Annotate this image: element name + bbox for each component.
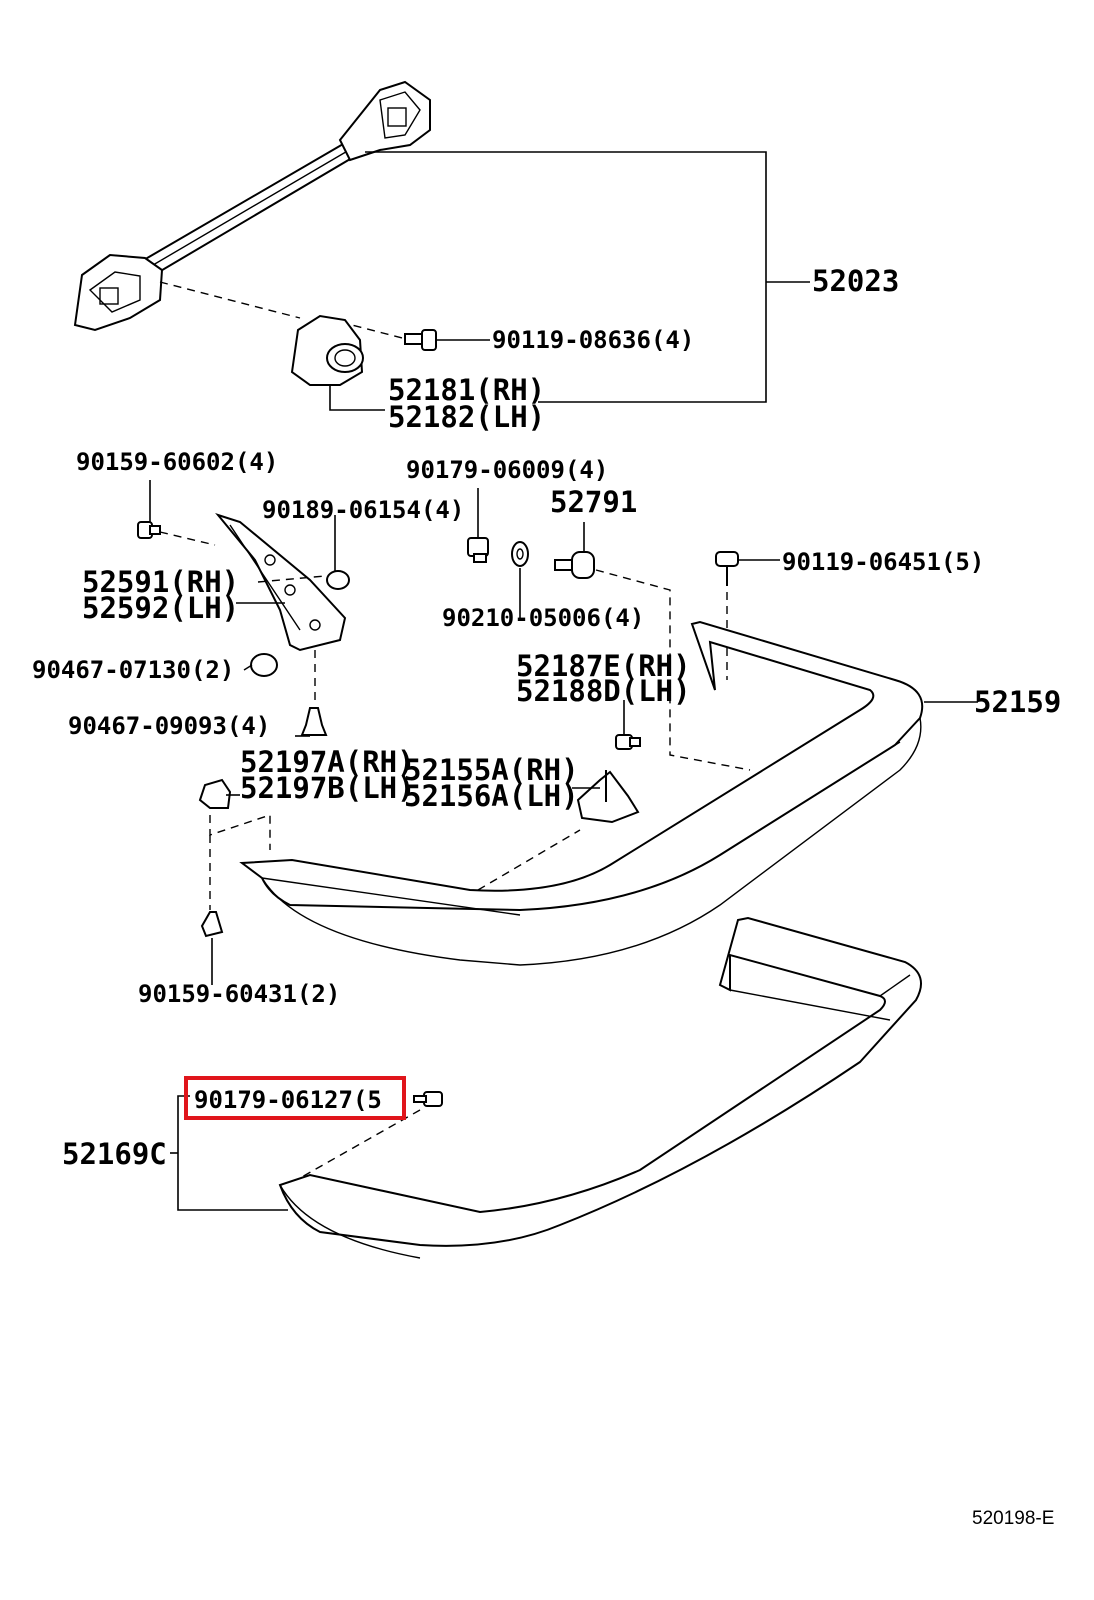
bracket-52155A-drawing: [576, 770, 640, 824]
bumper-cover-52159-drawing: [239, 620, 924, 966]
label-52181: 52181(RH): [388, 373, 545, 407]
bolt-90119-08636-drawing: [404, 329, 437, 351]
retainer-52197-drawing: [198, 778, 232, 809]
lower-cover-52169C-drawing: [278, 916, 923, 1259]
label-90210-05006: 90210-05006(4): [442, 604, 644, 632]
clip-90189-06154-drawing: [326, 570, 350, 590]
label-52187E: 52187E(RH): [516, 649, 691, 683]
clip-90159-60431-drawing: [200, 911, 224, 938]
label-52182: 52182(LH): [388, 400, 545, 434]
clip-90467-07130-drawing: [243, 653, 278, 677]
label-52197B: 52197B(LH): [240, 771, 415, 805]
bumper-reinforcement-drawing: [73, 80, 431, 332]
label-90159-60602: 90159-60602(4): [76, 448, 278, 476]
label-52169C: 52169C: [62, 1137, 167, 1171]
washer-90210-05006-drawing: [511, 541, 529, 567]
dash-60602: [159, 531, 216, 546]
clip-90467-09093-drawing: [300, 707, 328, 736]
label-90159-60431: 90159-60431(2): [138, 980, 340, 1008]
dash-reinf-to-bracket: [159, 281, 301, 319]
bumper-stop-52791-drawing: [554, 551, 595, 579]
leader-52181: [329, 385, 385, 411]
diagram-reference-id: 520198-E: [972, 1508, 1054, 1529]
bracket-52181-drawing: [290, 314, 364, 386]
label-52155A: 52155A(RH): [404, 753, 579, 787]
leader-52023: [365, 151, 767, 403]
label-52023: 52023: [812, 264, 899, 298]
label-52197A: 52197A(RH): [240, 745, 415, 779]
highlight-box: [184, 1076, 406, 1120]
label-52159: 52159: [974, 685, 1061, 719]
screw-90119-06451-drawing: [715, 551, 739, 586]
label-90467-09093: 90467-09093(4): [68, 712, 270, 740]
clip-90179-06009-drawing: [467, 537, 489, 563]
clip-52187E-drawing: [615, 734, 641, 750]
label-90179-06127: 90179-06127(5: [194, 1086, 382, 1114]
dash-52791: [595, 569, 751, 771]
label-52791: 52791: [550, 485, 637, 519]
label-52591: 52591(RH): [82, 565, 239, 599]
dash-06154: [257, 575, 326, 583]
label-52592: 52592(LH): [82, 591, 239, 625]
dash-06127: [299, 1109, 421, 1179]
label-90467-07130: 90467-07130(2): [32, 656, 234, 684]
label-90119-06451: 90119-06451(5): [782, 548, 984, 576]
label-90189-06154: 90189-06154(4): [262, 496, 464, 524]
label-90119-08636: 90119-08636(4): [492, 326, 694, 354]
side-bracket-52591-drawing: [215, 513, 347, 652]
label-52188D: 52188D(LH): [516, 674, 691, 708]
dash-52197: [209, 814, 271, 850]
dash-52155A: [477, 829, 581, 891]
label-90179-06009: 90179-06009(4): [406, 456, 608, 484]
clip-90179-06127-drawing: [413, 1091, 443, 1107]
dash-bolt: [339, 321, 411, 341]
label-52156A: 52156A(LH): [404, 779, 579, 813]
clip-90159-60602-drawing: [137, 521, 161, 539]
